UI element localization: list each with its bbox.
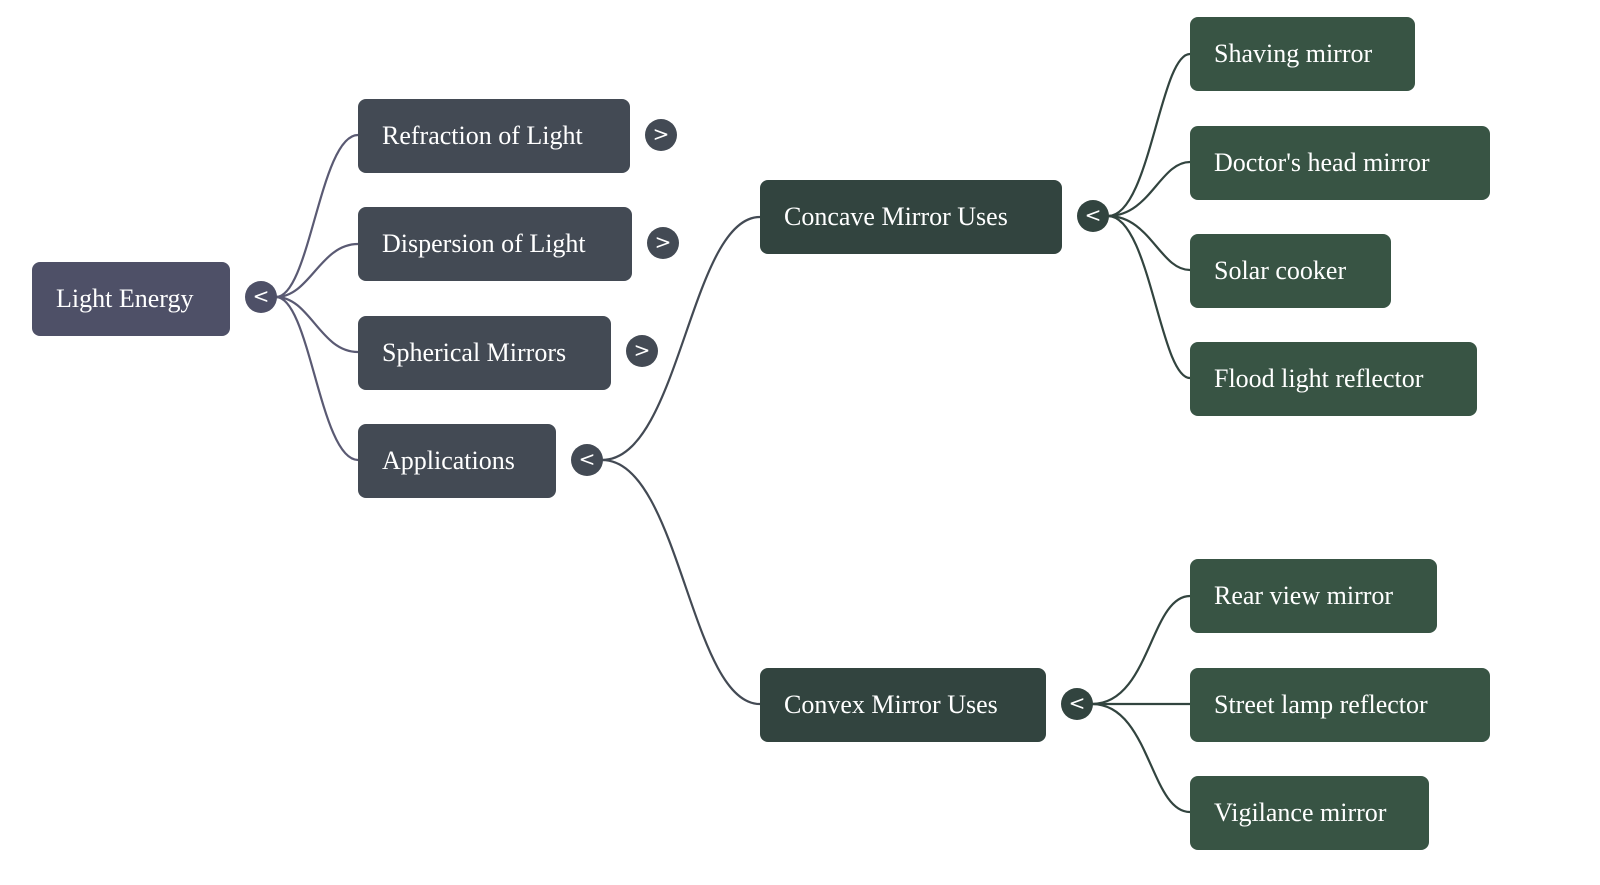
node-label: Solar cooker — [1214, 256, 1347, 285]
node-label: Street lamp reflector — [1214, 690, 1428, 719]
node-label: Convex Mirror Uses — [784, 690, 998, 719]
expand-toggle-spherical[interactable]: > — [626, 335, 658, 367]
link-concave-doctor — [1107, 160, 1191, 218]
expand-toggle-dispersion[interactable]: > — [647, 227, 679, 259]
collapse-toggle-applications[interactable]: < — [571, 444, 603, 476]
node-label: Concave Mirror Uses — [784, 202, 1008, 231]
node-spherical-mirrors[interactable]: Spherical Mirrors — [358, 316, 611, 390]
node-refraction-of-light[interactable]: Refraction of Light — [358, 99, 630, 173]
node-flood-light-reflector[interactable]: Flood light reflector — [1190, 342, 1477, 416]
node-solar-cooker[interactable]: Solar cooker — [1190, 234, 1391, 308]
node-street-lamp-reflector[interactable]: Street lamp reflector — [1190, 668, 1490, 742]
link-root-applications — [275, 295, 359, 462]
link-root-refraction — [275, 133, 359, 299]
node-label: Spherical Mirrors — [382, 338, 567, 367]
node-applications[interactable]: Applications — [358, 424, 556, 498]
link-convex-rear — [1091, 594, 1191, 706]
link-convex-vigilance — [1091, 702, 1191, 814]
link-applications-concave — [601, 215, 761, 462]
node-light-energy[interactable]: Light Energy — [32, 262, 230, 336]
node-label: Dispersion of Light — [382, 229, 586, 258]
node-label: Shaving mirror — [1214, 39, 1373, 68]
node-label: Refraction of Light — [382, 121, 583, 150]
collapse-toggle-light-energy[interactable]: < — [245, 281, 277, 313]
node-rear-view-mirror[interactable]: Rear view mirror — [1190, 559, 1437, 633]
node-label: Vigilance mirror — [1214, 798, 1387, 827]
link-applications-convex — [601, 458, 761, 706]
expand-toggle-refraction[interactable]: > — [645, 119, 677, 151]
node-label: Applications — [382, 446, 515, 475]
node-shaving-mirror[interactable]: Shaving mirror — [1190, 17, 1415, 91]
node-concave-mirror-uses[interactable]: Concave Mirror Uses — [760, 180, 1062, 254]
node-label: Flood light reflector — [1214, 364, 1424, 393]
collapse-toggle-convex[interactable]: < — [1061, 688, 1093, 720]
node-label: Doctor's head mirror — [1214, 148, 1430, 177]
link-root-spherical — [275, 295, 359, 354]
collapse-toggle-concave[interactable]: < — [1077, 200, 1109, 232]
link-concave-shaving — [1107, 52, 1191, 218]
node-label: Rear view mirror — [1214, 581, 1394, 610]
node-vigilance-mirror[interactable]: Vigilance mirror — [1190, 776, 1429, 850]
link-concave-solar — [1107, 214, 1191, 272]
node-dispersion-of-light[interactable]: Dispersion of Light — [358, 207, 632, 281]
node-convex-mirror-uses[interactable]: Convex Mirror Uses — [760, 668, 1046, 742]
link-concave-flood — [1107, 214, 1191, 380]
node-label: Light Energy — [56, 284, 194, 313]
link-root-dispersion — [275, 242, 359, 299]
node-doctors-head-mirror[interactable]: Doctor's head mirror — [1190, 126, 1490, 200]
